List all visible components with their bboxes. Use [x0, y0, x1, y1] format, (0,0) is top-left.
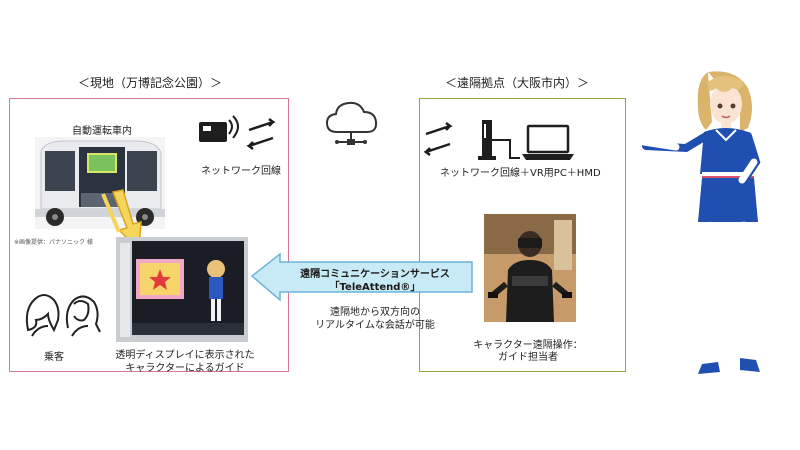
remote-equipment-label: ネットワーク回線＋VR用PC＋HMD: [440, 168, 601, 179]
service-desc-line2: リアルタイムな会話が可能: [315, 320, 435, 331]
yellow-arrow-icon: [101, 189, 142, 252]
site-network-icon: [199, 115, 276, 150]
operator-photo: [484, 214, 576, 322]
cloud-icon: [325, 101, 378, 145]
service-arrow: [250, 252, 473, 302]
display-caption-line1: 透明ディスプレイに表示された: [115, 350, 255, 361]
remote-box: [419, 98, 626, 372]
bus-photo: [35, 137, 165, 229]
guide-character-illustration: [636, 71, 761, 374]
passengers-label: 乗客: [44, 352, 64, 363]
display-photo: [116, 237, 248, 342]
remote-title: ＜遠隔拠点（大阪市内）＞: [445, 76, 590, 90]
site-title: ＜現地（万博記念公園）＞: [78, 76, 223, 90]
display-caption-line2: キャラクターによるガイド: [125, 363, 245, 374]
operator-line2: ガイド担当者: [498, 352, 558, 363]
site-network-label: ネットワーク回線: [201, 166, 281, 177]
operator-line1: キャラクター遠隔操作：: [473, 340, 583, 351]
image-credit: ※画像提供：パナソニック 様: [14, 239, 93, 246]
remote-equipment-icon: [424, 120, 574, 160]
bus-interior-label: 自動運転車内: [72, 126, 132, 137]
passengers-icon: [25, 294, 101, 337]
service-name-line1: 遠隔コミュニケーションサービス: [300, 269, 450, 280]
site-box: [9, 98, 289, 372]
service-name-line2: 「TeleAttend®」: [329, 282, 421, 293]
service-desc-line1: 遠隔地から双方向の: [330, 307, 420, 318]
